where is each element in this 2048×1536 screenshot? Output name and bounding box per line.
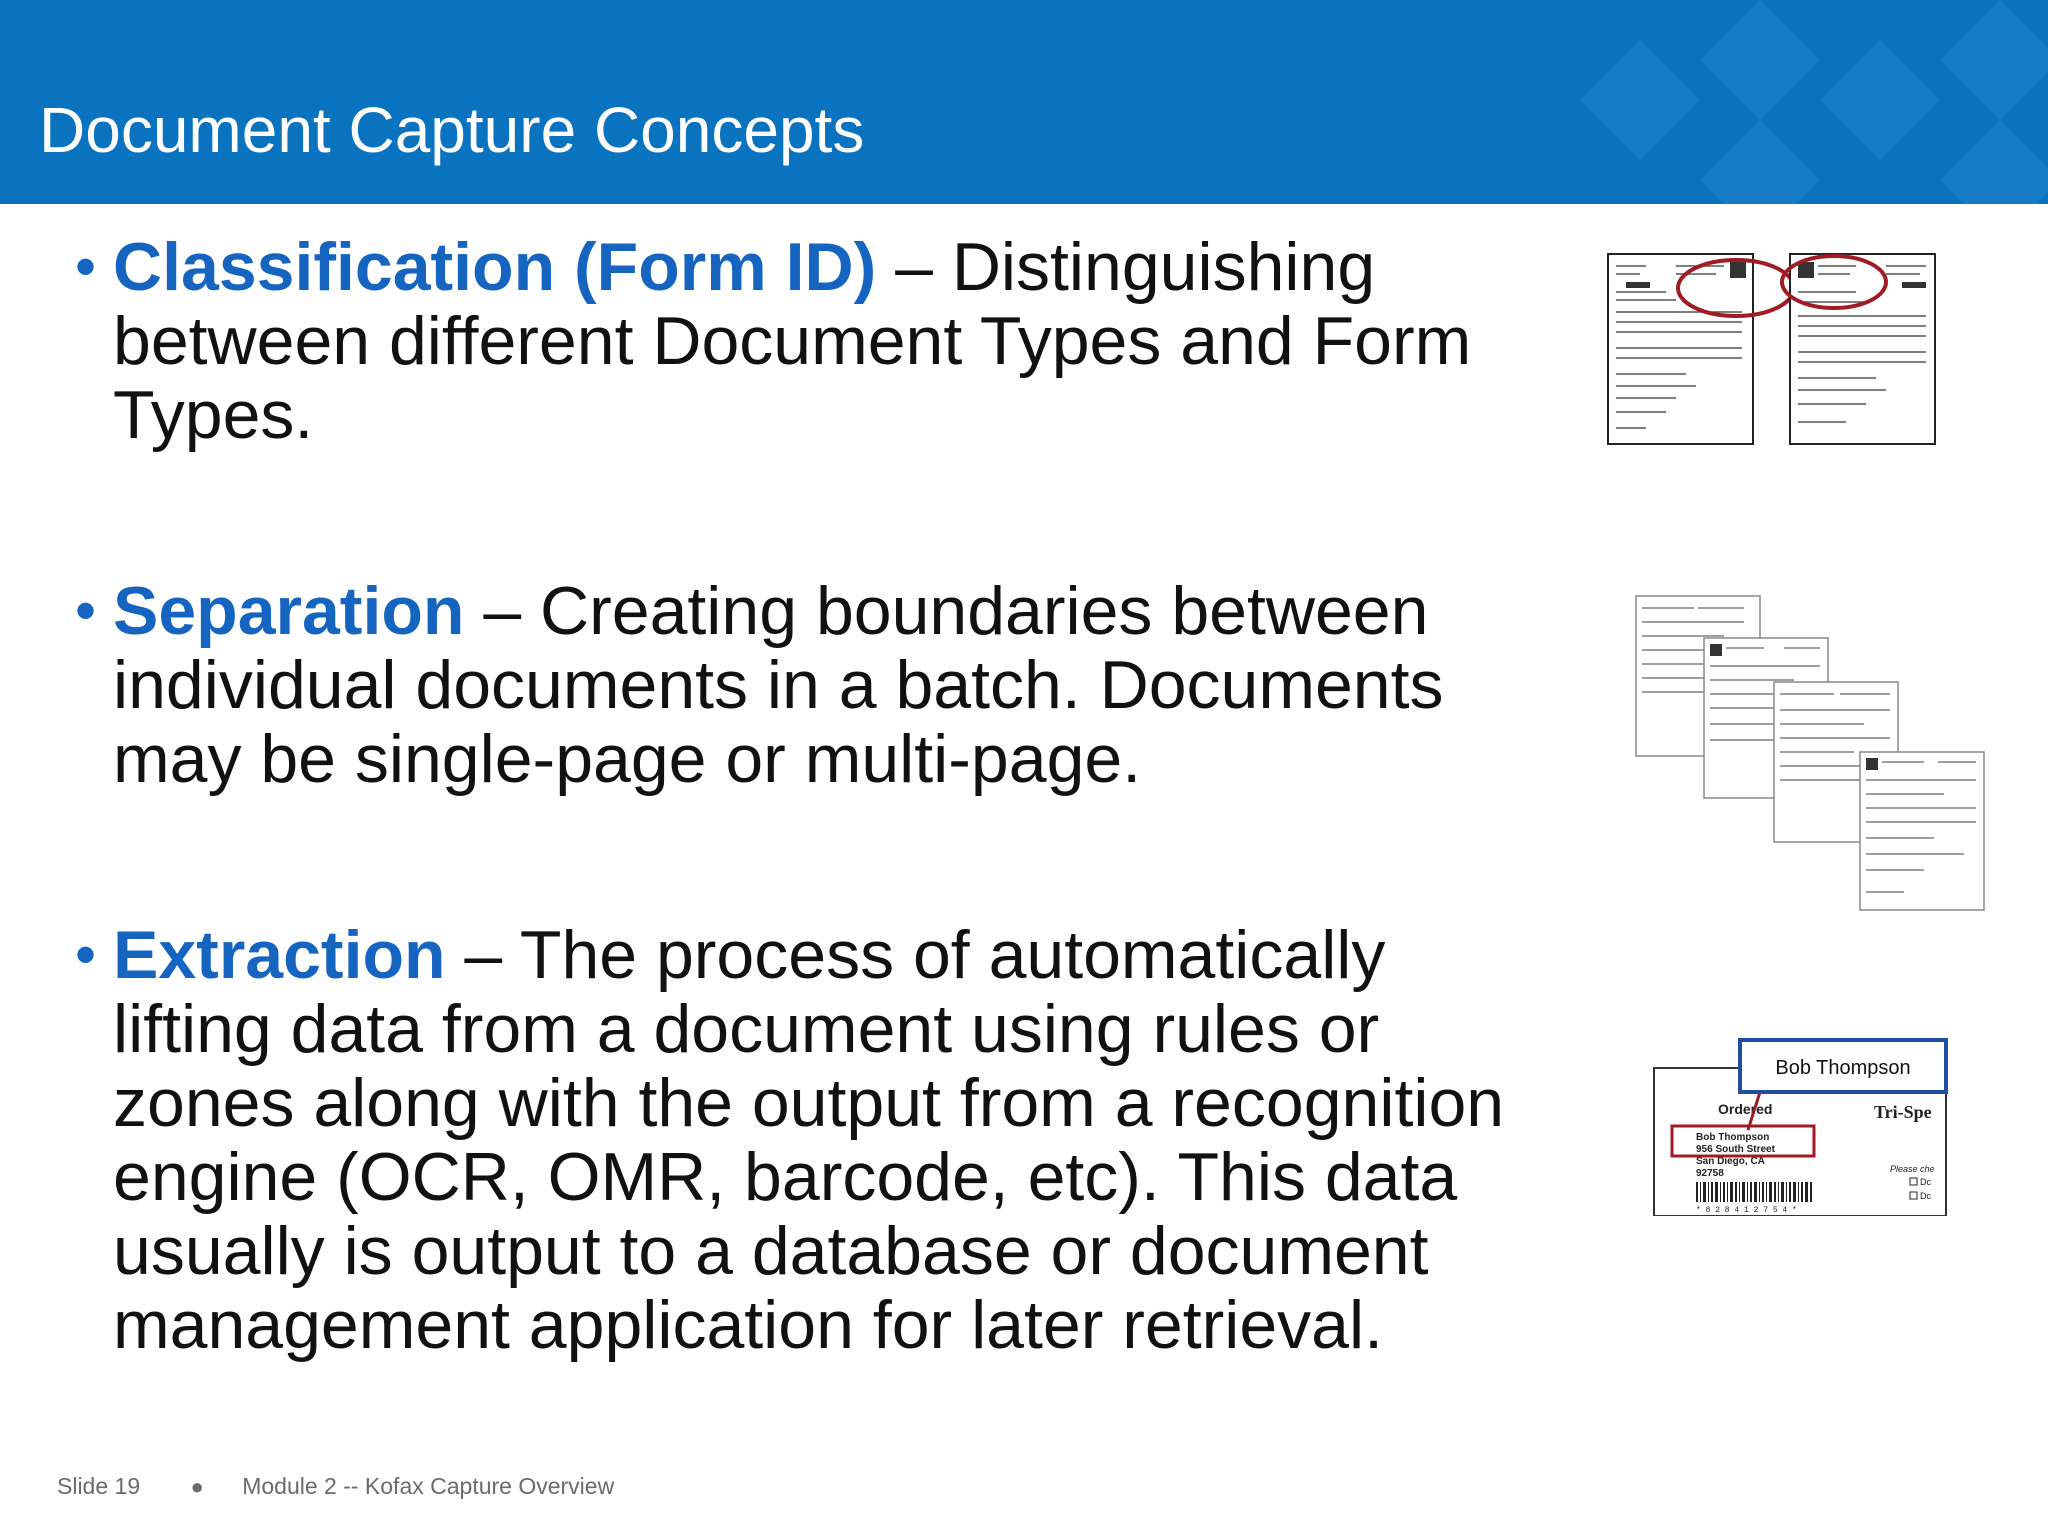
highlight-circle [1780,254,1888,310]
bullet-classification: • Classification (Form ID) – Distinguish… [75,229,1533,453]
bullet-extraction: • Extraction – The process of automatica… [75,917,1533,1363]
separation-pages-figure [1635,595,1985,911]
bullet-term: Classification (Form ID) [113,229,877,305]
form-page-illustration [1789,253,1936,445]
address-name: Bob Thompson [1696,1132,1769,1143]
barcode-icon [1696,1182,1812,1202]
slide-number: Slide 19 [57,1473,141,1500]
page-title: Document Capture Concepts [39,94,865,166]
barcode-digits: * 8 2 8 4 1 2 7 5 4 * [1696,1206,1797,1215]
callout-box [1738,1038,1948,1094]
bullet-term: Extraction [113,917,446,993]
ordered-label: Ordered [1718,1101,1772,1117]
checkbox-label: Dc [1920,1177,1931,1187]
footer-separator: ● [190,1473,204,1499]
checkbox-label: Dc [1920,1191,1931,1201]
form-page-illustration [1607,253,1754,445]
please-check-text: Please che [1890,1164,1935,1174]
address-street: 956 South Street [1696,1144,1776,1155]
bullet-separation: • Separation – Creating boundaries betwe… [75,573,1533,797]
callout-text: Bob Thompson [1775,1057,1910,1079]
extraction-callout-figure: Ordered Tri-Spe Bob Thompson 956 South S… [1653,1038,1948,1216]
address-zip: 92758 [1696,1168,1724,1179]
bullet-text: – Distinguishing between different Docum… [113,229,1472,453]
callout-pointer [1746,1091,1762,1131]
address-city: San Diego, CA [1696,1156,1765,1167]
bullet-term: Separation [113,573,465,649]
module-title: Module 2 -- Kofax Capture Overview [242,1473,615,1500]
bullet-dot: • [75,577,97,644]
classification-forms-figure [1607,253,1936,445]
bullet-dot: • [75,233,97,300]
header-pattern [1580,0,2048,204]
bullet-text: – The process of automatically lifting d… [113,917,1505,1363]
extraction-zone-highlight [1670,1124,1816,1158]
bullet-dot: • [75,921,97,988]
company-name: Tri-Spe [1874,1102,1932,1122]
bullet-text: – Creating boundaries between individual… [113,573,1444,797]
page-stack-illustration [1635,595,1985,911]
checkbox-icon [1909,1191,1918,1200]
slide-header: Document Capture Concepts [0,0,2048,204]
slide-footer: Slide 19 ● Module 2 -- Kofax Capture Ove… [57,1472,614,1500]
checkbox-icon [1909,1177,1918,1186]
